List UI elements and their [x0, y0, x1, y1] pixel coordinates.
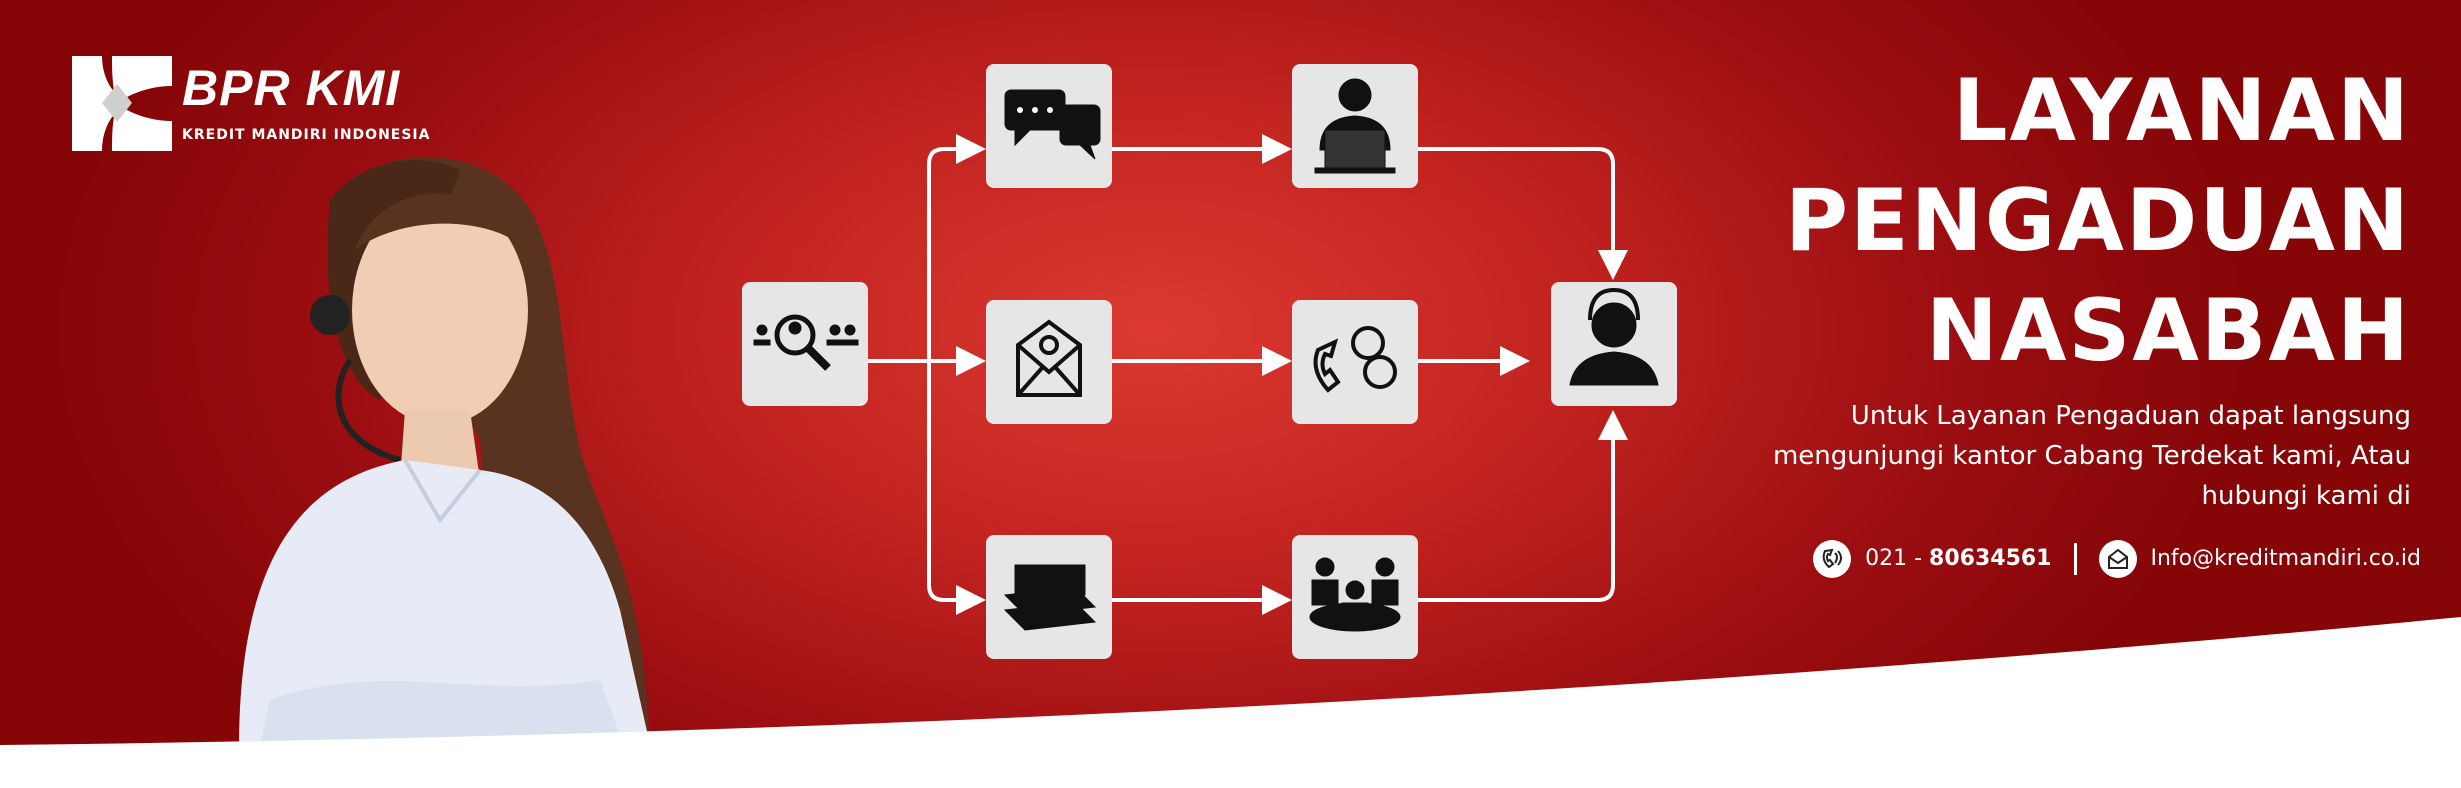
phone-number-value: 80634561 — [1929, 546, 2052, 571]
phone-prefix: 021 - — [1865, 546, 1930, 571]
title-line: LAYANAN — [1952, 61, 2411, 161]
divider — [2073, 543, 2077, 575]
phone-question-icon — [1313, 326, 1397, 393]
officer-laptop-icon — [1314, 78, 1396, 174]
brand-name: BPR KMI — [182, 60, 401, 116]
phone-number[interactable]: 021 - 80634561 — [1865, 544, 2051, 574]
email-address[interactable]: Info@kreditmandiri.co.id — [2150, 546, 2422, 571]
subtitle-line: mengunjungi kantor Cabang Terdekat kami,… — [1772, 441, 2411, 471]
subtitle-line: hubungi kami di — [2201, 481, 2412, 511]
subtitle-line: Untuk Layanan Pengaduan dapat langsung — [1850, 401, 2411, 431]
flow-lines — [868, 147, 1615, 602]
phone-icon — [1813, 540, 1852, 578]
logo-mark-icon — [72, 56, 172, 151]
title-line: NASABAH — [1925, 281, 2411, 381]
contact-info: 021 - 80634561 Info@kreditmandiri.co.id — [1813, 540, 2421, 578]
email-at-icon — [1016, 319, 1082, 397]
subtitle: Untuk Layanan Pengaduan dapat langsung m… — [1773, 396, 2411, 516]
page-title: LAYANAN PENGADUAN NASABAH — [1785, 56, 2411, 386]
title-line: PENGADUAN — [1784, 171, 2411, 271]
customer-service-agent-icon — [1569, 287, 1659, 386]
documents-icon — [1003, 564, 1097, 631]
bpr-kmi-logo: BPR KMI KREDIT MANDIRI INDONESIA — [72, 56, 429, 156]
chat-icon — [1004, 89, 1101, 160]
flow-arrowheads — [956, 134, 1628, 615]
customer-search-icon — [753, 314, 859, 371]
email-icon — [2098, 540, 2137, 578]
brand-tagline: KREDIT MANDIRI INDONESIA — [182, 127, 431, 143]
